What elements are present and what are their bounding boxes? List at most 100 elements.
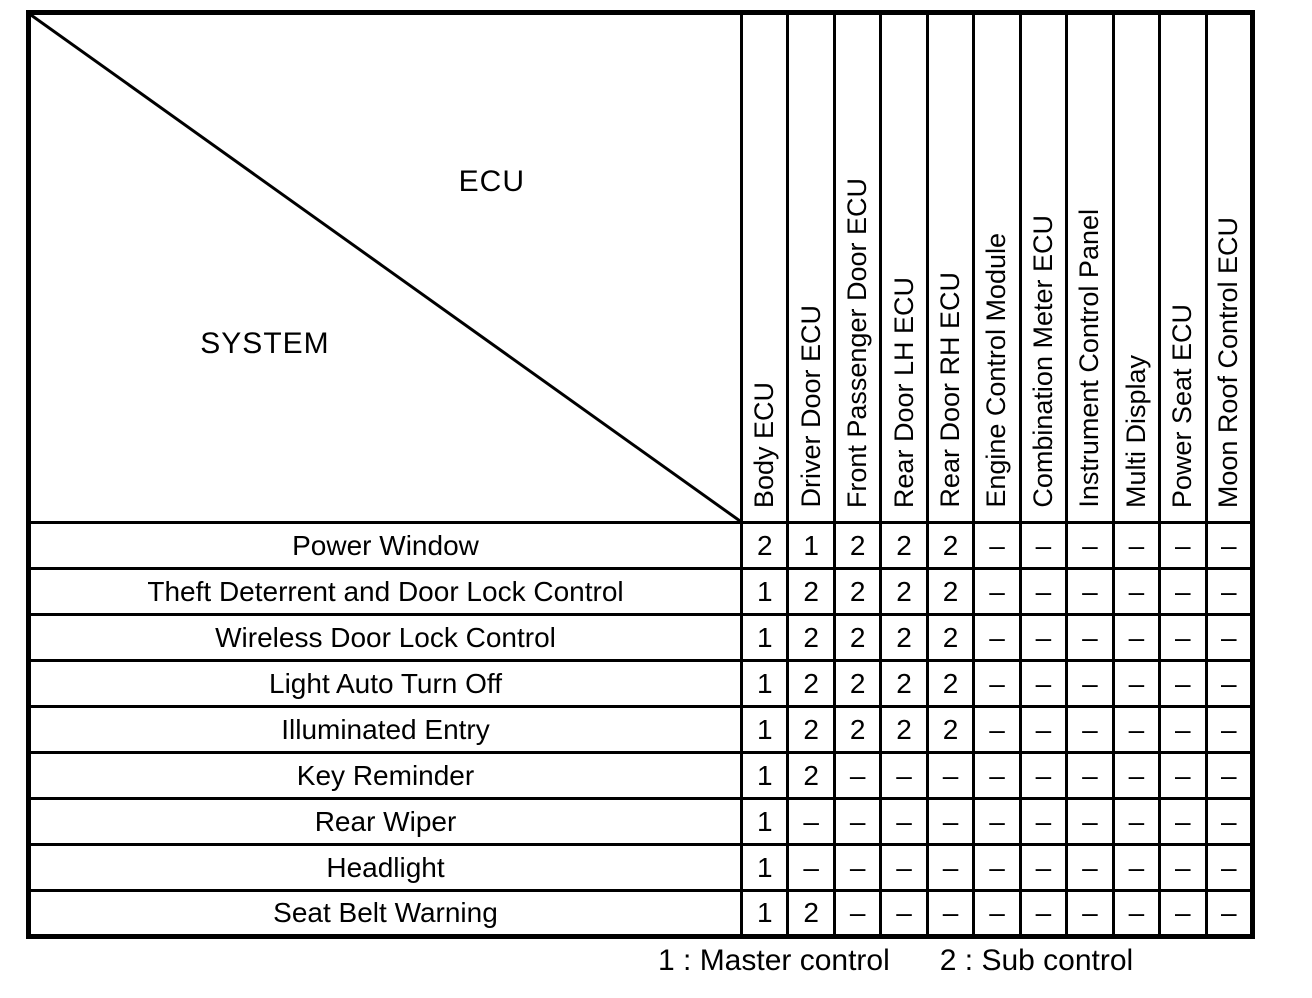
matrix-value-cell: 2	[739, 521, 790, 570]
system-name-cell: Light Auto Turn Off	[27, 659, 743, 708]
matrix-value-cell: 1	[739, 613, 790, 662]
matrix-value-cell: –	[1065, 843, 1115, 892]
matrix-value-cell: –	[1018, 659, 1069, 708]
matrix-value-cell: –	[832, 797, 883, 846]
matrix-value-cell: 1	[739, 705, 790, 754]
matrix-value-cell: –	[972, 613, 1022, 662]
system-name-cell: Wireless Door Lock Control	[27, 613, 743, 662]
matrix-value-cell: 1	[739, 797, 790, 846]
matrix-value-cell: 2	[879, 567, 929, 616]
matrix-value-cell: –	[925, 889, 976, 938]
matrix-value-cell: 2	[832, 659, 883, 708]
matrix-value-cell: –	[1018, 751, 1069, 800]
matrix-value-cell: –	[925, 797, 976, 846]
matrix-value-cell: –	[972, 751, 1022, 800]
matrix-value-cell: –	[1111, 613, 1162, 662]
column-header: Moon Roof Control ECU	[1204, 11, 1255, 524]
matrix-value-cell: –	[1158, 751, 1208, 800]
system-name-cell: Theft Deterrent and Door Lock Control	[27, 567, 743, 616]
column-header-label: Driver Door ECU	[795, 305, 826, 508]
matrix-value-cell: 2	[786, 705, 836, 754]
matrix-value-cell: 2	[786, 567, 836, 616]
column-header-label: Body ECU	[749, 381, 780, 508]
legend: 1 : Master control 2 : Sub control	[658, 944, 1133, 978]
column-header-label: Instrument Control Panel	[1074, 209, 1105, 508]
matrix-value-cell: 2	[786, 889, 836, 938]
matrix-value-cell: –	[1158, 659, 1208, 708]
matrix-value-cell: –	[1111, 889, 1162, 938]
matrix-value-cell: –	[925, 843, 976, 892]
matrix-value-cell: –	[972, 705, 1022, 754]
matrix-value-cell: 2	[786, 751, 836, 800]
matrix-value-cell: –	[879, 797, 929, 846]
matrix-value-cell: –	[1204, 613, 1255, 662]
matrix-value-cell: 2	[925, 567, 976, 616]
header-row: ECU SYSTEM Body ECU Driver Door ECU Front …	[27, 11, 1255, 524]
matrix-value-cell: 2	[786, 613, 836, 662]
system-name-cell: Power Window	[27, 521, 743, 570]
matrix-value-cell: –	[1204, 797, 1255, 846]
matrix-value-cell: –	[1204, 889, 1255, 938]
matrix-value-cell: –	[1065, 521, 1115, 570]
matrix-value-cell: 2	[832, 521, 883, 570]
matrix-value-cell: 2	[879, 705, 929, 754]
matrix-value-cell: –	[1111, 751, 1162, 800]
matrix-value-cell: –	[1111, 659, 1162, 708]
matrix-value-cell: –	[1111, 567, 1162, 616]
matrix-value-cell: 2	[925, 659, 976, 708]
matrix-value-cell: –	[972, 889, 1022, 938]
matrix-value-cell: –	[1204, 521, 1255, 570]
matrix-value-cell: –	[832, 843, 883, 892]
matrix-value-cell: –	[1111, 521, 1162, 570]
matrix-value-cell: 2	[832, 567, 883, 616]
matrix-value-cell: –	[1158, 843, 1208, 892]
matrix-value-cell: –	[786, 797, 836, 846]
system-name-cell: Headlight	[27, 843, 743, 892]
matrix-value-cell: –	[1065, 567, 1115, 616]
matrix-value-cell: 2	[925, 705, 976, 754]
matrix-value-cell: –	[1158, 521, 1208, 570]
matrix-value-cell: –	[786, 843, 836, 892]
ecu-system-matrix-table: ECU SYSTEM Body ECU Driver Door ECU Front …	[26, 10, 1255, 939]
system-name-cell: Key Reminder	[27, 751, 743, 800]
legend-sub-control: 2 : Sub control	[939, 944, 1134, 977]
matrix-value-cell: –	[1158, 797, 1208, 846]
matrix-value-cell: –	[1065, 659, 1115, 708]
column-header-label: Front Passenger Door ECU	[842, 177, 873, 508]
matrix-value-cell: –	[925, 751, 976, 800]
matrix-value-cell: –	[1018, 521, 1069, 570]
column-header: Front Passenger Door ECU	[832, 11, 883, 524]
corner-ecu-label: ECU	[458, 164, 526, 198]
matrix-value-cell: –	[1065, 751, 1115, 800]
corner-system-label: SYSTEM	[200, 326, 330, 360]
matrix-value-cell: 1	[739, 751, 790, 800]
matrix-value-cell: –	[1065, 705, 1115, 754]
matrix-value-cell: –	[1018, 567, 1069, 616]
corner-cell: ECU SYSTEM	[27, 11, 743, 524]
matrix-value-cell: –	[1158, 705, 1208, 754]
matrix-value-cell: 2	[879, 521, 929, 570]
matrix-value-cell: –	[832, 751, 883, 800]
matrix-value-cell: –	[832, 889, 883, 938]
matrix-value-cell: –	[879, 889, 929, 938]
matrix-value-cell: –	[1018, 705, 1069, 754]
matrix-value-cell: 2	[832, 705, 883, 754]
column-header: Engine Control Module	[972, 11, 1022, 524]
matrix-value-cell: 2	[832, 613, 883, 662]
matrix-value-cell: –	[972, 521, 1022, 570]
matrix-value-cell: –	[879, 751, 929, 800]
matrix-value-cell: –	[1204, 751, 1255, 800]
matrix-value-cell: 2	[786, 659, 836, 708]
system-name-cell: Seat Belt Warning	[27, 889, 743, 938]
matrix-value-cell: –	[972, 843, 1022, 892]
column-header: Combination Meter ECU	[1018, 11, 1069, 524]
matrix-value-cell: 1	[739, 659, 790, 708]
matrix-value-cell: –	[1111, 797, 1162, 846]
matrix-value-cell: –	[1065, 797, 1115, 846]
